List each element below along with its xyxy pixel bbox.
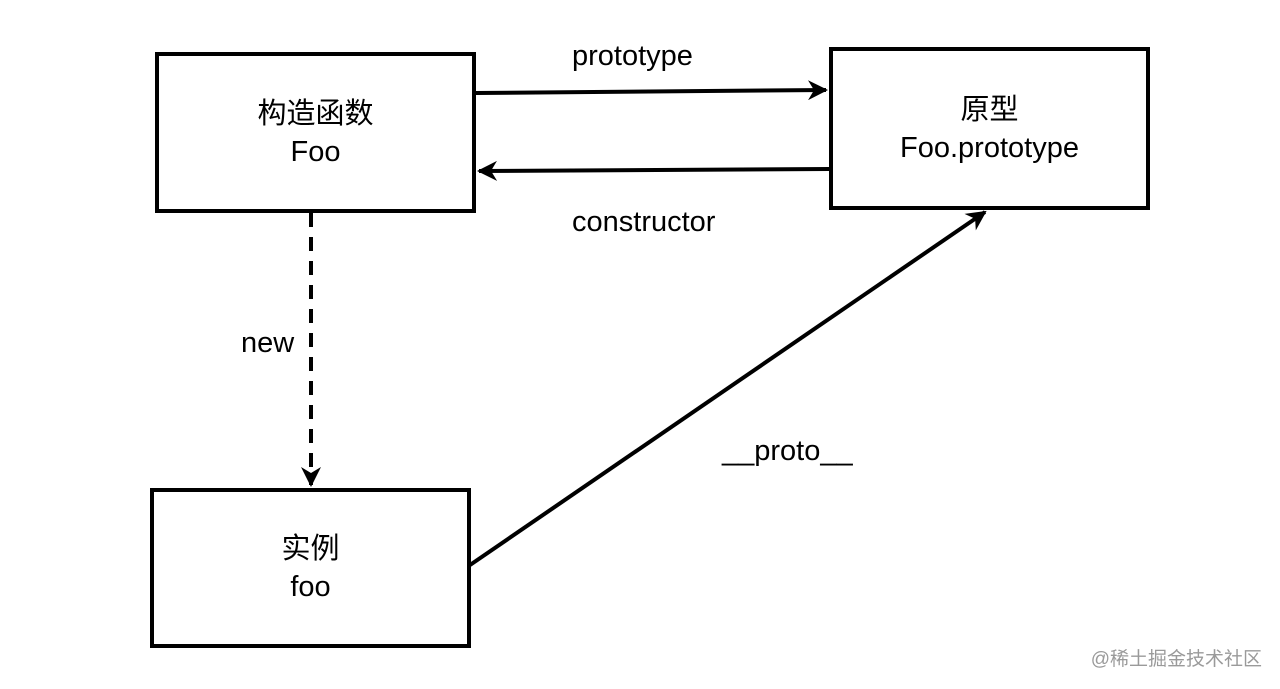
constructor-node-title: 构造函数	[257, 97, 374, 130]
prototype-node-title: 原型	[960, 93, 1019, 126]
instance-node-name: foo	[290, 571, 331, 603]
new-edge-label: new	[241, 327, 295, 359]
instance-node: 实例 foo	[150, 488, 471, 648]
prototype-node-name: Foo.prototype	[900, 131, 1079, 164]
constructor-node-name: Foo	[290, 135, 341, 168]
watermark: @稀土掘金技术社区	[1090, 649, 1262, 670]
constructor-edge-label: constructor	[572, 206, 716, 238]
prototype-edge-label: prototype	[572, 40, 693, 72]
proto-link-edge-label: __proto__	[722, 435, 853, 467]
prototype-node: 原型 Foo.prototype	[829, 47, 1150, 210]
prototype-arrow	[475, 80, 828, 101]
constructor-arrow	[477, 160, 830, 181]
instance-node-title: 实例	[281, 533, 340, 565]
constructor-node: 构造函数 Foo	[155, 52, 476, 213]
proto-link-arrow	[468, 210, 987, 567]
